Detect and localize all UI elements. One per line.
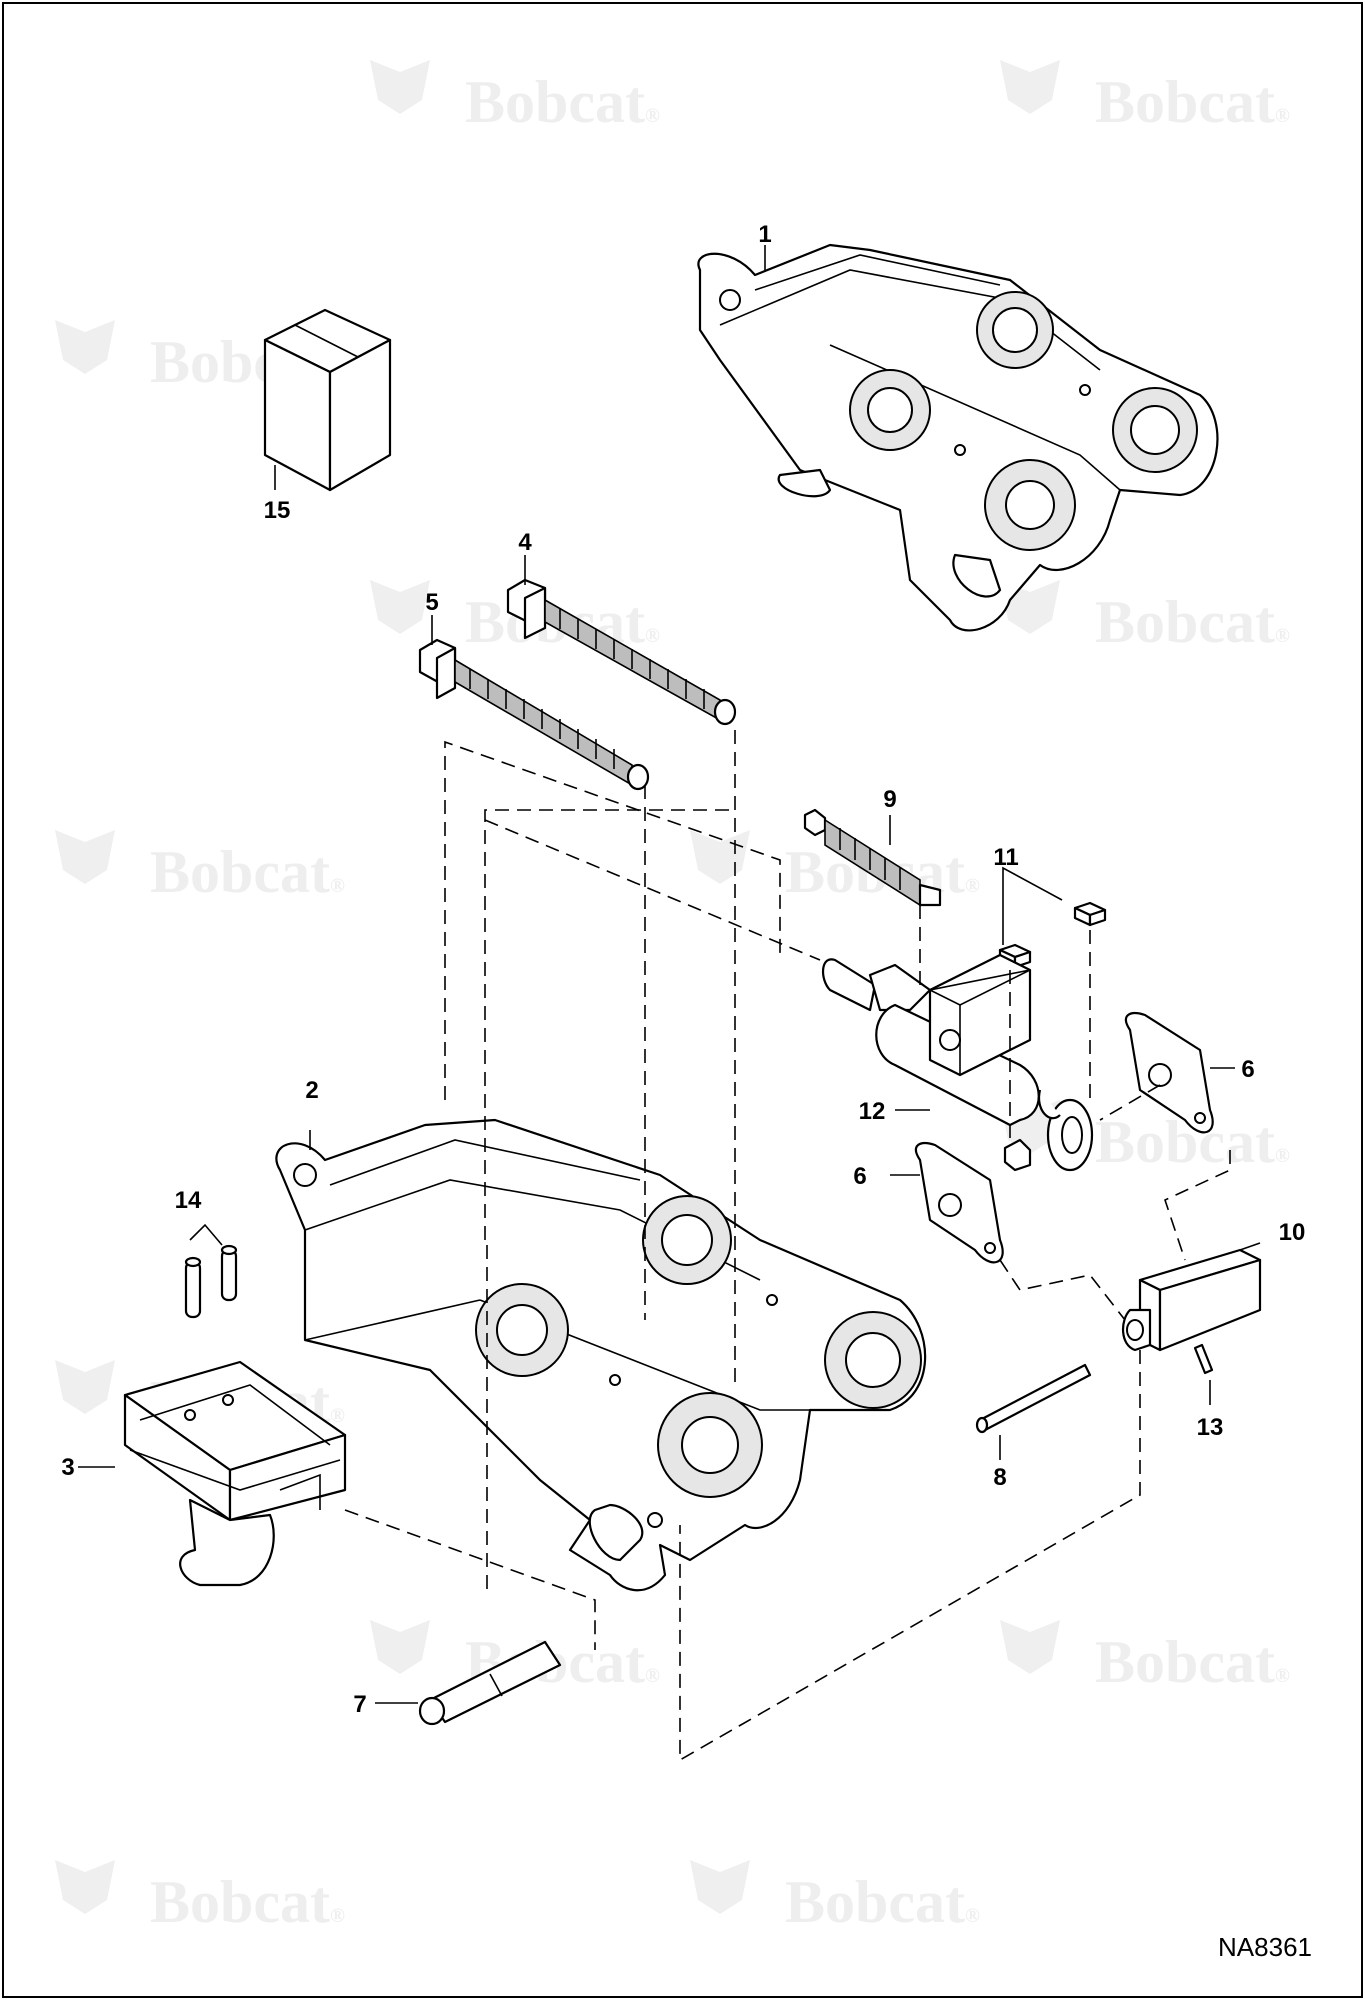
registered-mark: ® (330, 875, 345, 897)
callout-9: 9 (883, 786, 896, 813)
bobcat-watermark: Bobcat® (1000, 580, 1290, 655)
bobcat-watermark: Bobcat® (55, 1860, 345, 1935)
part-10-latch (1122, 1248, 1262, 1352)
part-12-cylinder (822, 953, 1094, 1172)
registered-mark: ® (645, 105, 660, 127)
bobcat-watermark: Bobcat® (370, 60, 660, 135)
callout-6-lower: 6 (853, 1163, 866, 1190)
callout-12: 12 (859, 1098, 886, 1125)
bobcat-watermark: Bobcat® (690, 1860, 980, 1935)
part-3-hook (123, 1360, 347, 1587)
part-14-roll-pin (184, 1256, 202, 1319)
bobcat-watermark: Bobcat® (1000, 1620, 1290, 1695)
callout-10: 10 (1279, 1219, 1306, 1246)
part-11-key (1073, 901, 1107, 927)
svg-text:Bobcat®: Bobcat® (150, 839, 345, 905)
callout-3: 3 (61, 1454, 74, 1481)
part-2-coupler-frame (275, 1118, 927, 1592)
bobcat-watermark: Bobcat® (55, 830, 345, 905)
part-9-spring (803, 808, 942, 907)
part-7-pin (418, 1640, 562, 1726)
svg-text:Bobcat®: Bobcat® (1095, 589, 1290, 655)
registered-mark: ® (645, 625, 660, 647)
callout-14: 14 (175, 1187, 202, 1214)
part-5-spring-rod (418, 638, 650, 791)
callout-7: 7 (353, 1691, 366, 1718)
registered-mark: ® (965, 1905, 980, 1927)
registered-mark: ® (330, 1905, 345, 1927)
assembly-lines (344, 730, 1231, 1762)
part-6-plate-lower (914, 1142, 1004, 1264)
registered-mark: ® (645, 1665, 660, 1687)
part-14-roll-pin (220, 1244, 238, 1302)
part-1-coupler-frame (697, 243, 1219, 632)
leader-lines (78, 245, 1261, 1704)
svg-text:Bobcat®: Bobcat® (465, 1629, 660, 1695)
callout-11: 11 (993, 844, 1018, 871)
svg-text:Bobcat®: Bobcat® (150, 1869, 345, 1935)
registered-mark: ® (330, 1405, 345, 1427)
part-6-plate-upper (1124, 1012, 1214, 1134)
svg-text:Bobcat®: Bobcat® (1095, 1629, 1290, 1695)
part-11-key (998, 943, 1032, 969)
callout-labels: 1 2 3 4 5 6 6 7 8 9 10 11 12 13 14 15 (61, 221, 1305, 1718)
drawing-number: NA8361 (1218, 1932, 1312, 1962)
bobcat-watermark: Bobcat® (1000, 60, 1290, 135)
svg-text:Bobcat®: Bobcat® (1095, 69, 1290, 135)
part-8-pin (975, 1363, 1092, 1434)
svg-text:Bobcat®: Bobcat® (785, 1869, 980, 1935)
part-15-kit-box (263, 308, 392, 492)
registered-mark: ® (1275, 1145, 1290, 1167)
registered-mark: ® (1275, 625, 1290, 647)
registered-mark: ® (1275, 1665, 1290, 1687)
callout-1: 1 (758, 221, 771, 248)
callout-4: 4 (518, 529, 532, 556)
callout-5: 5 (425, 589, 438, 616)
part-13-pin (1193, 1343, 1214, 1375)
callout-2: 2 (305, 1077, 318, 1104)
bobcat-watermark-layer: Bobcat® Bobcat® Bobcat® Bobcat® Bobcat® … (55, 60, 1290, 1935)
callout-13: 13 (1197, 1414, 1224, 1441)
registered-mark: ® (1275, 105, 1290, 127)
registered-mark: ® (965, 875, 980, 897)
callout-8: 8 (993, 1464, 1006, 1491)
callout-6-upper: 6 (1241, 1056, 1254, 1083)
callout-15: 15 (264, 497, 291, 524)
bobcat-watermark: Bobcat® (370, 1620, 660, 1695)
svg-text:Bobcat®: Bobcat® (465, 69, 660, 135)
